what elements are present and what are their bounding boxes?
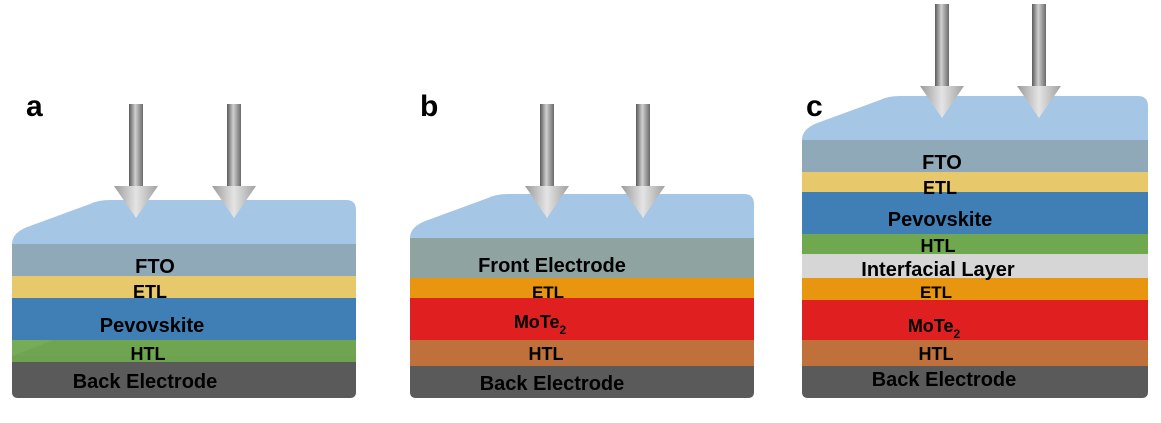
layer-label-main: MoTe — [514, 312, 560, 332]
layer-label: Front Electrode — [478, 255, 626, 277]
arrow-icon — [114, 104, 158, 218]
layer-label: Pevovskite — [888, 209, 993, 231]
panel-a-label: a — [26, 90, 43, 123]
panel-a: a — [12, 90, 356, 398]
layer-fto — [802, 96, 1148, 172]
layer-label: MoTe2 — [908, 316, 961, 341]
layer-label: Back Electrode — [480, 373, 625, 395]
layer-label: Interfacial Layer — [861, 259, 1015, 281]
arrow-icon — [920, 4, 964, 118]
layer-front-electrode — [410, 194, 754, 278]
arrow-icon — [1017, 4, 1061, 118]
panel-c-label: c — [806, 90, 823, 123]
layer-label: MoTe2 — [514, 312, 567, 337]
panel-b-label: b — [420, 90, 438, 123]
layer-label: ETL — [133, 282, 167, 302]
layer-label-subscript: 2 — [559, 323, 566, 337]
layer-label: Pevovskite — [100, 315, 205, 337]
layer-label-subscript: 2 — [953, 327, 960, 341]
arrow-icon — [621, 104, 665, 218]
layer-label: ETL — [920, 283, 952, 302]
panel-b: b — [410, 90, 754, 398]
layer-label: ETL — [923, 178, 957, 198]
layer-label: FTO — [135, 256, 175, 278]
layer-label: Back Electrode — [73, 371, 218, 393]
layer-fto — [12, 200, 356, 276]
layer-label: HTL — [919, 344, 954, 364]
arrow-icon — [212, 104, 256, 218]
layer-label: Back Electrode — [872, 369, 1017, 391]
layer-label: FTO — [922, 152, 962, 174]
layer-label: HTL — [529, 344, 564, 364]
panel-c: c — [802, 4, 1148, 398]
layer-label-main: MoTe — [908, 316, 954, 336]
layer-label: HTL — [921, 236, 956, 256]
arrow-icon — [525, 104, 569, 218]
layer-label: HTL — [131, 344, 166, 364]
layer-label: ETL — [532, 283, 564, 302]
